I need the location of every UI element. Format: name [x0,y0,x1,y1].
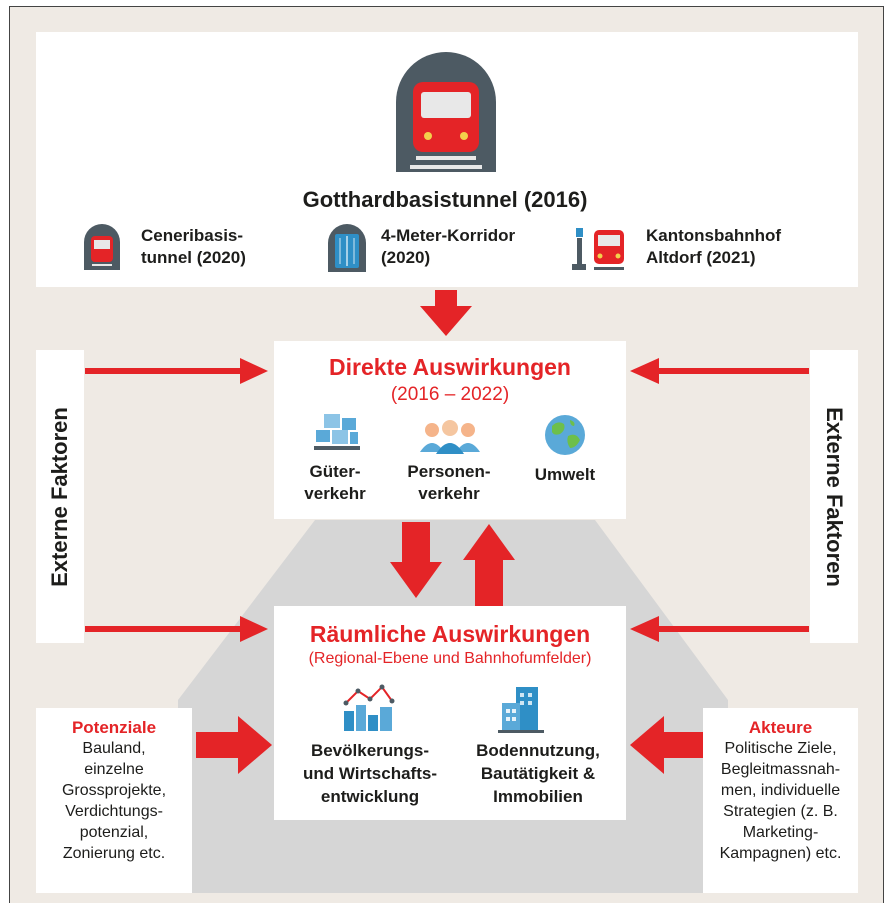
akteure-title: Akteure [748,718,813,737]
potenziale-box [36,708,192,893]
arrow-direct-to-spatial [390,522,442,598]
arrow-external-left-spatial [85,616,268,642]
population-label-3: entwicklung [320,787,420,806]
arrow-external-left-direct [85,358,268,384]
passenger-label-1: Personen- [407,462,491,481]
akteure-line-1: Politische Ziele, [724,740,837,757]
spatial-effects-subtitle: (Regional-Ebene und Bahnhofumfelder) [308,650,592,667]
akteure-line-6: Kampagnen) etc. [719,845,842,862]
potenziale-line-4: Verdichtungs- [65,803,163,820]
population-label-2: und Wirtschafts- [303,764,437,783]
external-factors-left-box [36,350,84,643]
tunnel-container-icon [328,224,366,272]
buildings-icon [498,687,544,733]
spatial-effects-box [274,606,626,820]
freight-label-2: verkehr [304,484,366,503]
arrow-spatial-to-direct [463,524,515,606]
arrow-potenziale-spatial [196,716,272,774]
arrow-top-down [420,290,472,336]
city-chart-icon [343,684,395,731]
arrow-external-right-direct [630,358,809,384]
arrow-external-right-spatial [630,616,809,642]
ceneri-label-1: Ceneribasis- [141,226,244,245]
altdorf-label-1: Kantonsbahnhof [646,226,782,245]
passenger-label-2: verkehr [418,484,480,503]
akteure-line-2: Begleitmassnah- [720,761,841,778]
corridor-label-1: 4-Meter-Korridor [381,226,516,245]
ceneri-label-2: tunnel (2020) [141,248,246,267]
corridor-label-2: (2020) [381,248,431,267]
landuse-label-2: Bautätigkeit & [480,764,596,783]
potenziale-line-1: Bauland, [82,740,146,757]
potenziale-line-3: Grossprojekte, [61,782,167,799]
tunnel-train-icon [396,52,496,172]
cargo-boxes-icon [314,414,360,450]
potenziale-line-2: einzelne [84,761,144,778]
potenziale-line-5: potenzial, [79,824,149,841]
altdorf-label-2: Altdorf (2021) [646,248,756,267]
potenziale-title: Potenziale [71,718,157,737]
external-factors-right-label: Externe Faktoren [822,407,847,587]
potenziale-line-6: Zonierung etc. [62,845,166,862]
external-factors-right-box [810,350,858,643]
spatial-effects-title: Räumliche Auswirkungen [309,621,591,647]
direct-effects-period: (2016 – 2022) [390,384,510,405]
akteure-line-5: Marketing- [742,824,819,841]
environment-label: Umwelt [534,465,596,484]
arrow-akteure-spatial [630,716,704,774]
population-label-1: Bevölkerungs- [310,741,430,760]
globe-icon [545,415,585,455]
direct-effects-title: Direkte Auswirkungen [329,354,571,380]
main-tunnel-title: Gotthardbasistunnel (2016) [302,187,588,212]
akteure-line-4: Strategien (z. B. [723,803,838,820]
freight-label-1: Güter- [309,462,361,481]
station-train-icon [572,228,624,270]
external-factors-left-label: Externe Faktoren [47,407,72,587]
akteure-line-3: men, individuelle [720,782,841,799]
akteure-box [703,708,858,893]
landuse-label-3: Immobilien [493,787,583,806]
landuse-label-1: Bodennutzung, [476,741,600,760]
tunnel-train-icon [84,224,120,270]
people-icon [420,420,480,454]
